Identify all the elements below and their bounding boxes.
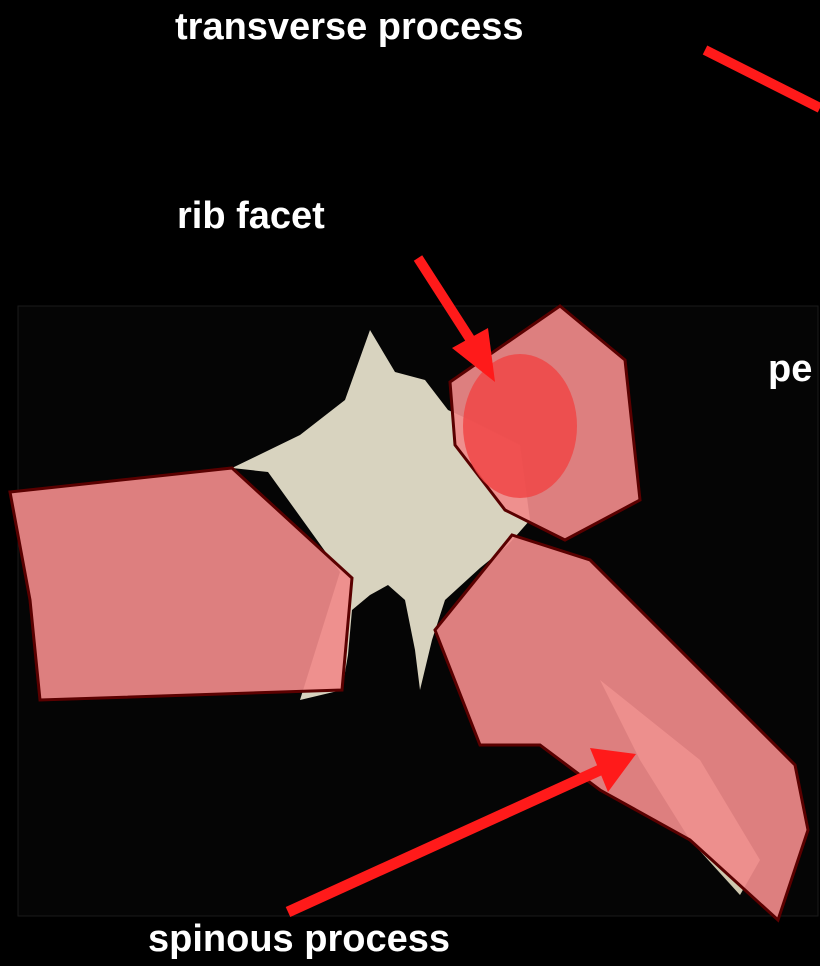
- pedicle-label-partial: pe: [768, 350, 812, 388]
- spinous-process-label: spinous process: [148, 920, 450, 958]
- rib-facet-highlight: [463, 354, 577, 498]
- rib-facet-label: rib facet: [177, 197, 325, 235]
- transverse-process-arrow: [705, 50, 820, 108]
- transverse-process-label: transverse process: [175, 8, 524, 46]
